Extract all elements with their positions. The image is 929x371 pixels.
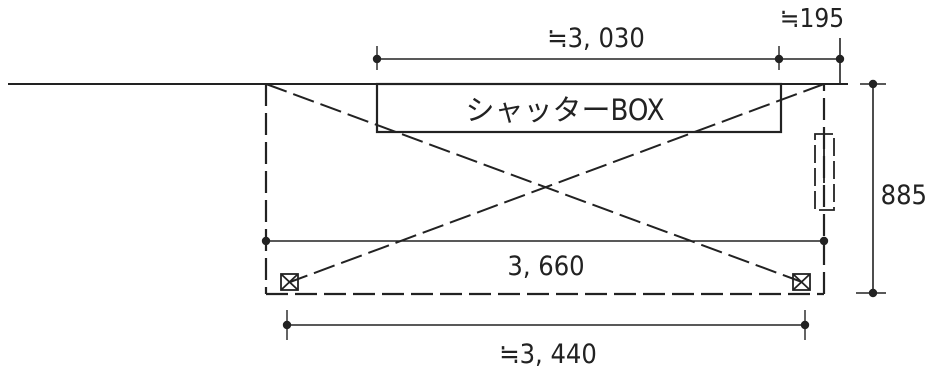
dim-height-label: 885 [881, 180, 927, 211]
shutter-box-rect [375, 82, 783, 134]
side-guide-rail [814, 133, 835, 211]
dim-inner-width-label: 3, 660 [507, 251, 584, 282]
dimension-top [372, 38, 845, 84]
dimension-inner-width [261, 236, 829, 246]
dim-top-width-label: ≒3, 030 [547, 23, 645, 54]
corner-anchor-right [792, 273, 811, 291]
opening-diagonals [265, 83, 825, 283]
corner-anchor-left [280, 273, 299, 291]
dimension-bottom [282, 310, 810, 340]
shutter-box-label: シャッターBOX [466, 93, 665, 127]
dim-top-right-label: ≒195 [780, 4, 844, 34]
dim-bottom-width-label: ≒3, 440 [499, 339, 597, 370]
dimension-height [856, 79, 886, 298]
